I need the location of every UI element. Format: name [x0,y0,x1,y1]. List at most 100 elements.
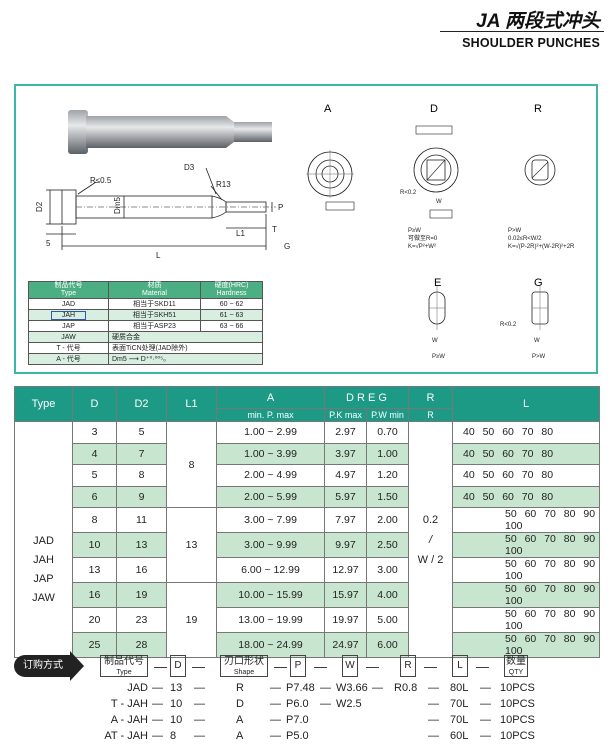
l1-group-13: 13 [166,507,217,584]
table-row: 4 7 1.00 ~ 3.99 3.97 1.00 40 50 60 70 80 [15,442,600,466]
col-a: A [216,386,325,409]
label-r-le: R≤0.5 [90,176,112,185]
l1-group-8: 8 [166,420,217,509]
col-pk: P.K max [324,408,367,422]
order-field-w: W [342,655,358,677]
order-dash: — [154,659,167,674]
view-d-r02: R<0.2 [400,190,417,196]
table-row: 8 11 13 3.00 ~ 7.99 7.97 2.00 50 60 70 8… [15,507,600,584]
view-d-w: W [436,199,442,205]
col-r-sub: R [408,408,453,422]
order-field-d: D [170,655,186,677]
view-g-label: G [534,277,543,289]
mat-row: JAP 相当于ASP23 63 ~ 66 [28,320,263,332]
label-g: G [284,242,290,251]
r-cell: 0.2/W / 2 [408,420,453,659]
col-r: R [408,386,453,409]
view-r-label: R [534,103,542,115]
label-five: 5 [46,239,51,248]
page-subtitle: SHOULDER PUNCHES [462,36,600,50]
order-dash: — [366,659,379,674]
view-d-cond-1: P≥W [408,228,421,234]
label-dm5: Dm5 [113,197,122,214]
view-g-cond: P>W [532,354,546,360]
title-rule [440,31,604,32]
label-d3: D3 [184,163,195,172]
view-r-cond-2: 0.02≤R<W/2 [508,236,542,242]
col-dreg: D R E G [324,386,409,409]
order-dash: — [192,659,205,674]
mat-row: A - 代号 Dm5 ⟶ D⁺⁰·⁰⁰⁵₀ [28,353,263,365]
view-g-w: W [534,338,540,344]
col-pw: P.W min [366,408,409,422]
order-field-p: P [290,655,306,677]
label-d2: D2 [35,201,44,212]
col-l: L [452,386,600,422]
order-field-r: R [400,655,416,677]
mat-row: T - 代号 表面TiCN处理(JAD除外) [28,342,263,354]
view-a-label: A [324,103,332,115]
view-g: G [531,277,549,330]
table-row: 16 19 19 10.00 ~ 15.99 15.97 4.00 50 60 … [15,582,600,659]
table-row: 5 8 2.00 ~ 4.99 4.97 1.20 40 50 60 70 80 [15,464,600,487]
view-r-cond-3: K=√(P-2R)²+(W-2R)²+2R [508,243,575,250]
col-d2: D2 [116,386,167,422]
order-example-row: T - JAH— 10— D— P6.0— W2.5 — 70L— 10PCS [110,698,535,710]
label-t: T [272,225,277,234]
mat-row: JAD 相当于SKD11 60 ~ 62 [28,298,263,310]
spec-table: Type D D2 L1 A D R E G R L min. P. max P… [14,386,600,659]
order-dash: — [314,659,327,674]
table-row: 20 23 13.00 ~ 19.99 19.97 5.00 50 60 70 … [15,607,600,634]
side-view [46,167,276,250]
view-e-cond: P≥W [432,354,445,360]
col-type: Type [14,386,73,422]
col-l1: L1 [166,386,217,422]
view-d: D [413,103,459,219]
order-arrow-icon [70,651,84,681]
label-p: P [278,203,283,212]
view-e-label: E [434,277,441,289]
order-example-row: A - JAH— 10— A— P7.0 — 70L— 10PCS [110,714,535,726]
order-example-row: AT - JAH— 8— A— P5.0 — 60L— 10PCS [104,730,535,742]
mat-row: JAH 相当于SKH51 61 ~ 63 [28,309,263,321]
label-l1: L1 [236,229,245,238]
view-d-cond-2: 可做至R=0 [408,234,438,242]
l1-group-19: 19 [166,582,217,659]
order-dash: — [424,659,437,674]
punch-photo [68,110,272,154]
order-badge: 订购方式 [14,655,72,677]
view-g-r02: R<0.2 [500,322,517,328]
col-a-sub: min. P. max [216,408,325,422]
table-row: 13 16 6.00 ~ 12.99 12.97 3.00 50 60 70 8… [15,557,600,584]
label-r13: R13 [216,180,231,189]
technical-drawing: R≤0.5 D2 Dm5 P D3 R13 L1 L T G 5 A D [14,84,598,374]
view-d-label: D [430,103,438,115]
view-a: A [306,103,355,211]
label-l: L [156,251,161,260]
mat-header-hardness: 硬度(HRC)Hardness [200,281,263,299]
table-row: 6 9 2.00 ~ 5.99 5.97 1.50 40 50 60 70 80 [15,485,600,509]
table-row: 10 13 3.00 ~ 9.99 9.97 2.50 50 60 70 80 … [15,532,600,559]
view-r-cond-1: P>W [508,228,522,234]
order-field-l: L [452,655,468,677]
view-e: E [428,277,446,330]
view-e-w: W [432,338,438,344]
view-r: R [524,103,556,186]
order-dash: — [476,659,489,674]
mat-row: JAW 硬质合金 [28,331,263,343]
order-example-row: JAD— 13— R— P7.48— W3.66— R0.8— 80L— 10P… [127,682,535,694]
jah-highlight: JAH [50,310,87,320]
order-dash: — [274,659,287,674]
col-d: D [72,386,117,422]
table-row: 25 28 18.00 ~ 24.99 24.97 6.00 50 60 70 … [15,632,600,659]
punch-drawing-svg: R≤0.5 D2 Dm5 P D3 R13 L1 L T G 5 A D [35,103,575,360]
